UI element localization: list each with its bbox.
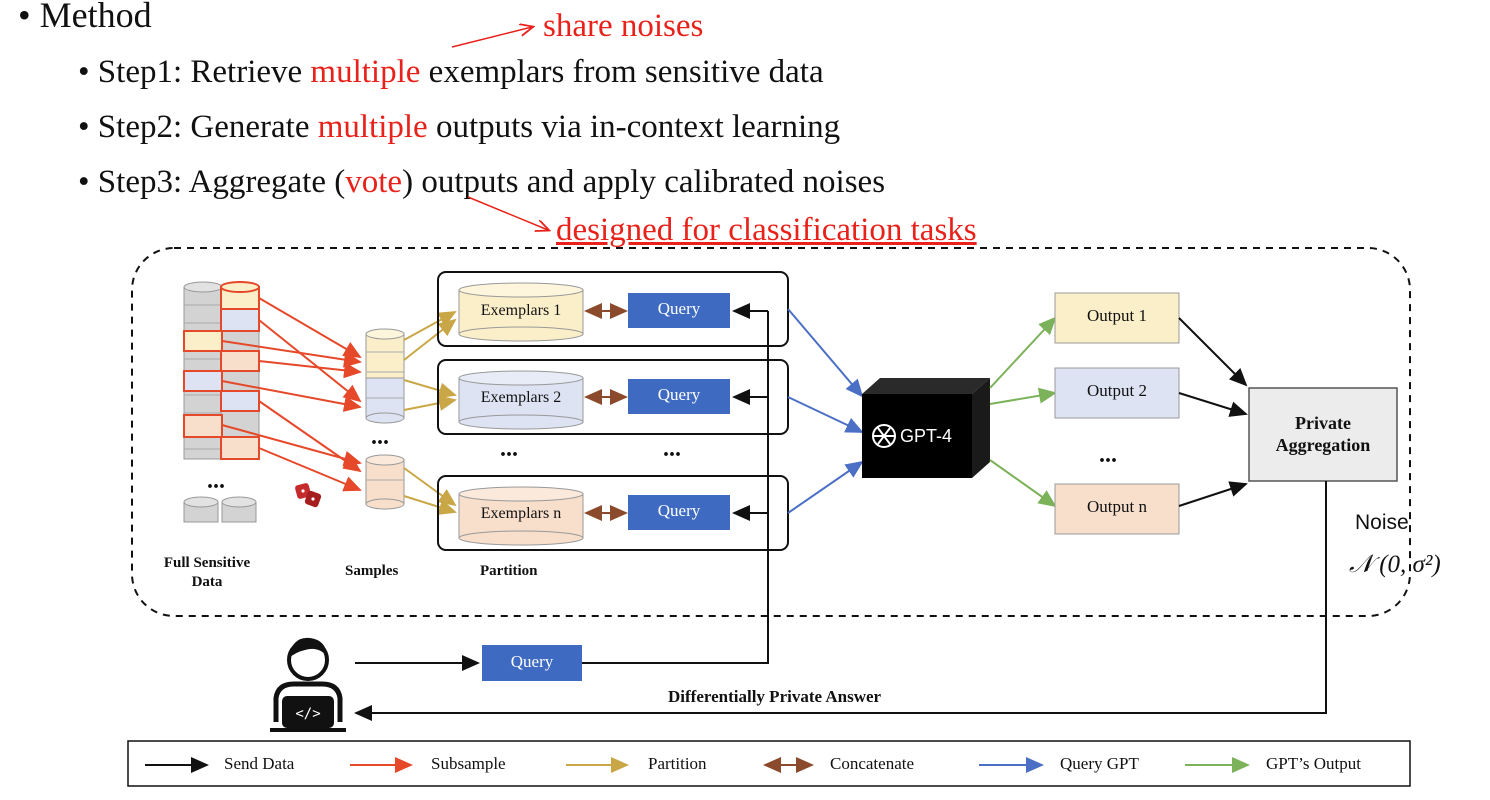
step1-highlight: multiple	[310, 54, 421, 90]
output-ellipsis: ...	[1099, 442, 1117, 468]
partition-arrows	[403, 311, 457, 515]
svg-text:</>: </>	[295, 706, 320, 722]
step1-text: • Step1: Retrieve multiple exemplars fro…	[78, 54, 824, 91]
data-label-line-1: Full Sensitive	[163, 555, 251, 571]
private-aggregation-label: Private Aggregation	[1249, 412, 1397, 456]
share-noises-note: share noises	[543, 8, 704, 44]
query-1-label: Query	[657, 299, 701, 318]
step2-highlight: multiple	[317, 109, 428, 145]
full-sensitive-data-stack	[183, 281, 260, 523]
step2-text: • Step2: Generate multiple outputs via i…	[78, 109, 840, 146]
exemplars-n-label: Exemplars n	[480, 505, 562, 522]
aggregation-line-2: Aggregation	[1275, 435, 1371, 455]
step3-prefix: • Step3: Aggregate (	[78, 164, 346, 200]
concatenate-arrows	[584, 303, 628, 521]
subsample-arrows	[221, 297, 362, 492]
data-ellipsis: ...	[207, 468, 225, 494]
samples-ellipsis: ...	[371, 424, 389, 450]
step3-suffix: ) outputs and apply calibrated noises	[402, 164, 886, 200]
step3-highlight: vote	[345, 164, 403, 200]
exemplars-cylinder-2	[458, 370, 584, 430]
query-gpt-arrows	[787, 308, 864, 514]
partition-ellipsis: ...	[500, 436, 518, 462]
query-box-1	[628, 293, 730, 328]
step1-prefix: • Step1: Retrieve	[78, 54, 311, 90]
query-box-n	[628, 495, 730, 530]
step2-suffix: outputs via in-context learning	[427, 109, 841, 145]
dice-icon	[295, 483, 322, 508]
step3-text: • Step3: Aggregate (vote) outputs and ap…	[78, 164, 885, 201]
step1-suffix: exemplars from sensitive data	[420, 54, 824, 90]
framework-boundary	[131, 247, 1411, 617]
aggregation-arrows	[1178, 317, 1248, 507]
query-box-2	[628, 379, 730, 414]
gpt4-label: GPT-4	[900, 426, 953, 446]
classification-pointer	[467, 196, 548, 230]
output-2-label: Output 2	[1087, 381, 1147, 400]
user-query-box	[482, 645, 582, 681]
step2-prefix: • Step2: Generate	[78, 109, 318, 145]
full-sensitive-data-label: Full Sensitive Data	[146, 554, 268, 592]
query-ellipsis: ...	[663, 436, 681, 462]
gpt-output-arrows	[989, 316, 1057, 508]
classification-note: designed for classification tasks	[556, 212, 977, 248]
samples-label: Samples	[345, 563, 399, 579]
private-aggregation-box	[1248, 387, 1398, 482]
user-developer-icon: </>	[270, 637, 346, 732]
exemplars-cylinder-n	[458, 486, 584, 546]
method-heading: • Method	[18, 0, 152, 35]
answer-path	[354, 481, 1327, 721]
share-noises-pointer	[451, 27, 532, 48]
legend-box	[127, 740, 1411, 787]
samples-cylinders	[365, 328, 405, 510]
legend-gpt-output: GPT’s Output	[1266, 754, 1361, 773]
legend-subsample: Subsample	[431, 754, 506, 773]
noise-formula: 𝒩 (0, σ²)	[1349, 551, 1441, 578]
openai-logo-icon	[872, 424, 896, 448]
exemplars-2-label: Exemplars 2	[480, 389, 562, 406]
legend-partition: Partition	[648, 754, 707, 773]
query-n-label: Query	[657, 501, 701, 520]
exemplars-cylinder-1	[458, 282, 584, 342]
legend-concatenate: Concatenate	[830, 754, 915, 773]
partition-label: Partition	[480, 563, 538, 579]
dp-answer-label: Differentially Private Answer	[668, 687, 882, 706]
legend-send-data: Send Data	[224, 754, 295, 773]
user-query-label: Query	[510, 652, 554, 671]
aggregation-line-1: Private	[1295, 413, 1351, 433]
data-label-line-2: Data	[191, 574, 223, 590]
exemplars-1-label: Exemplars 1	[480, 302, 562, 319]
noise-label: Noise	[1355, 511, 1409, 534]
query-routing-lines	[355, 303, 769, 671]
output-box-n	[1054, 483, 1180, 535]
query-2-label: Query	[657, 385, 701, 404]
output-n-label: Output n	[1087, 497, 1147, 516]
output-1-label: Output 1	[1087, 306, 1147, 325]
legend-query-gpt: Query GPT	[1060, 754, 1139, 773]
